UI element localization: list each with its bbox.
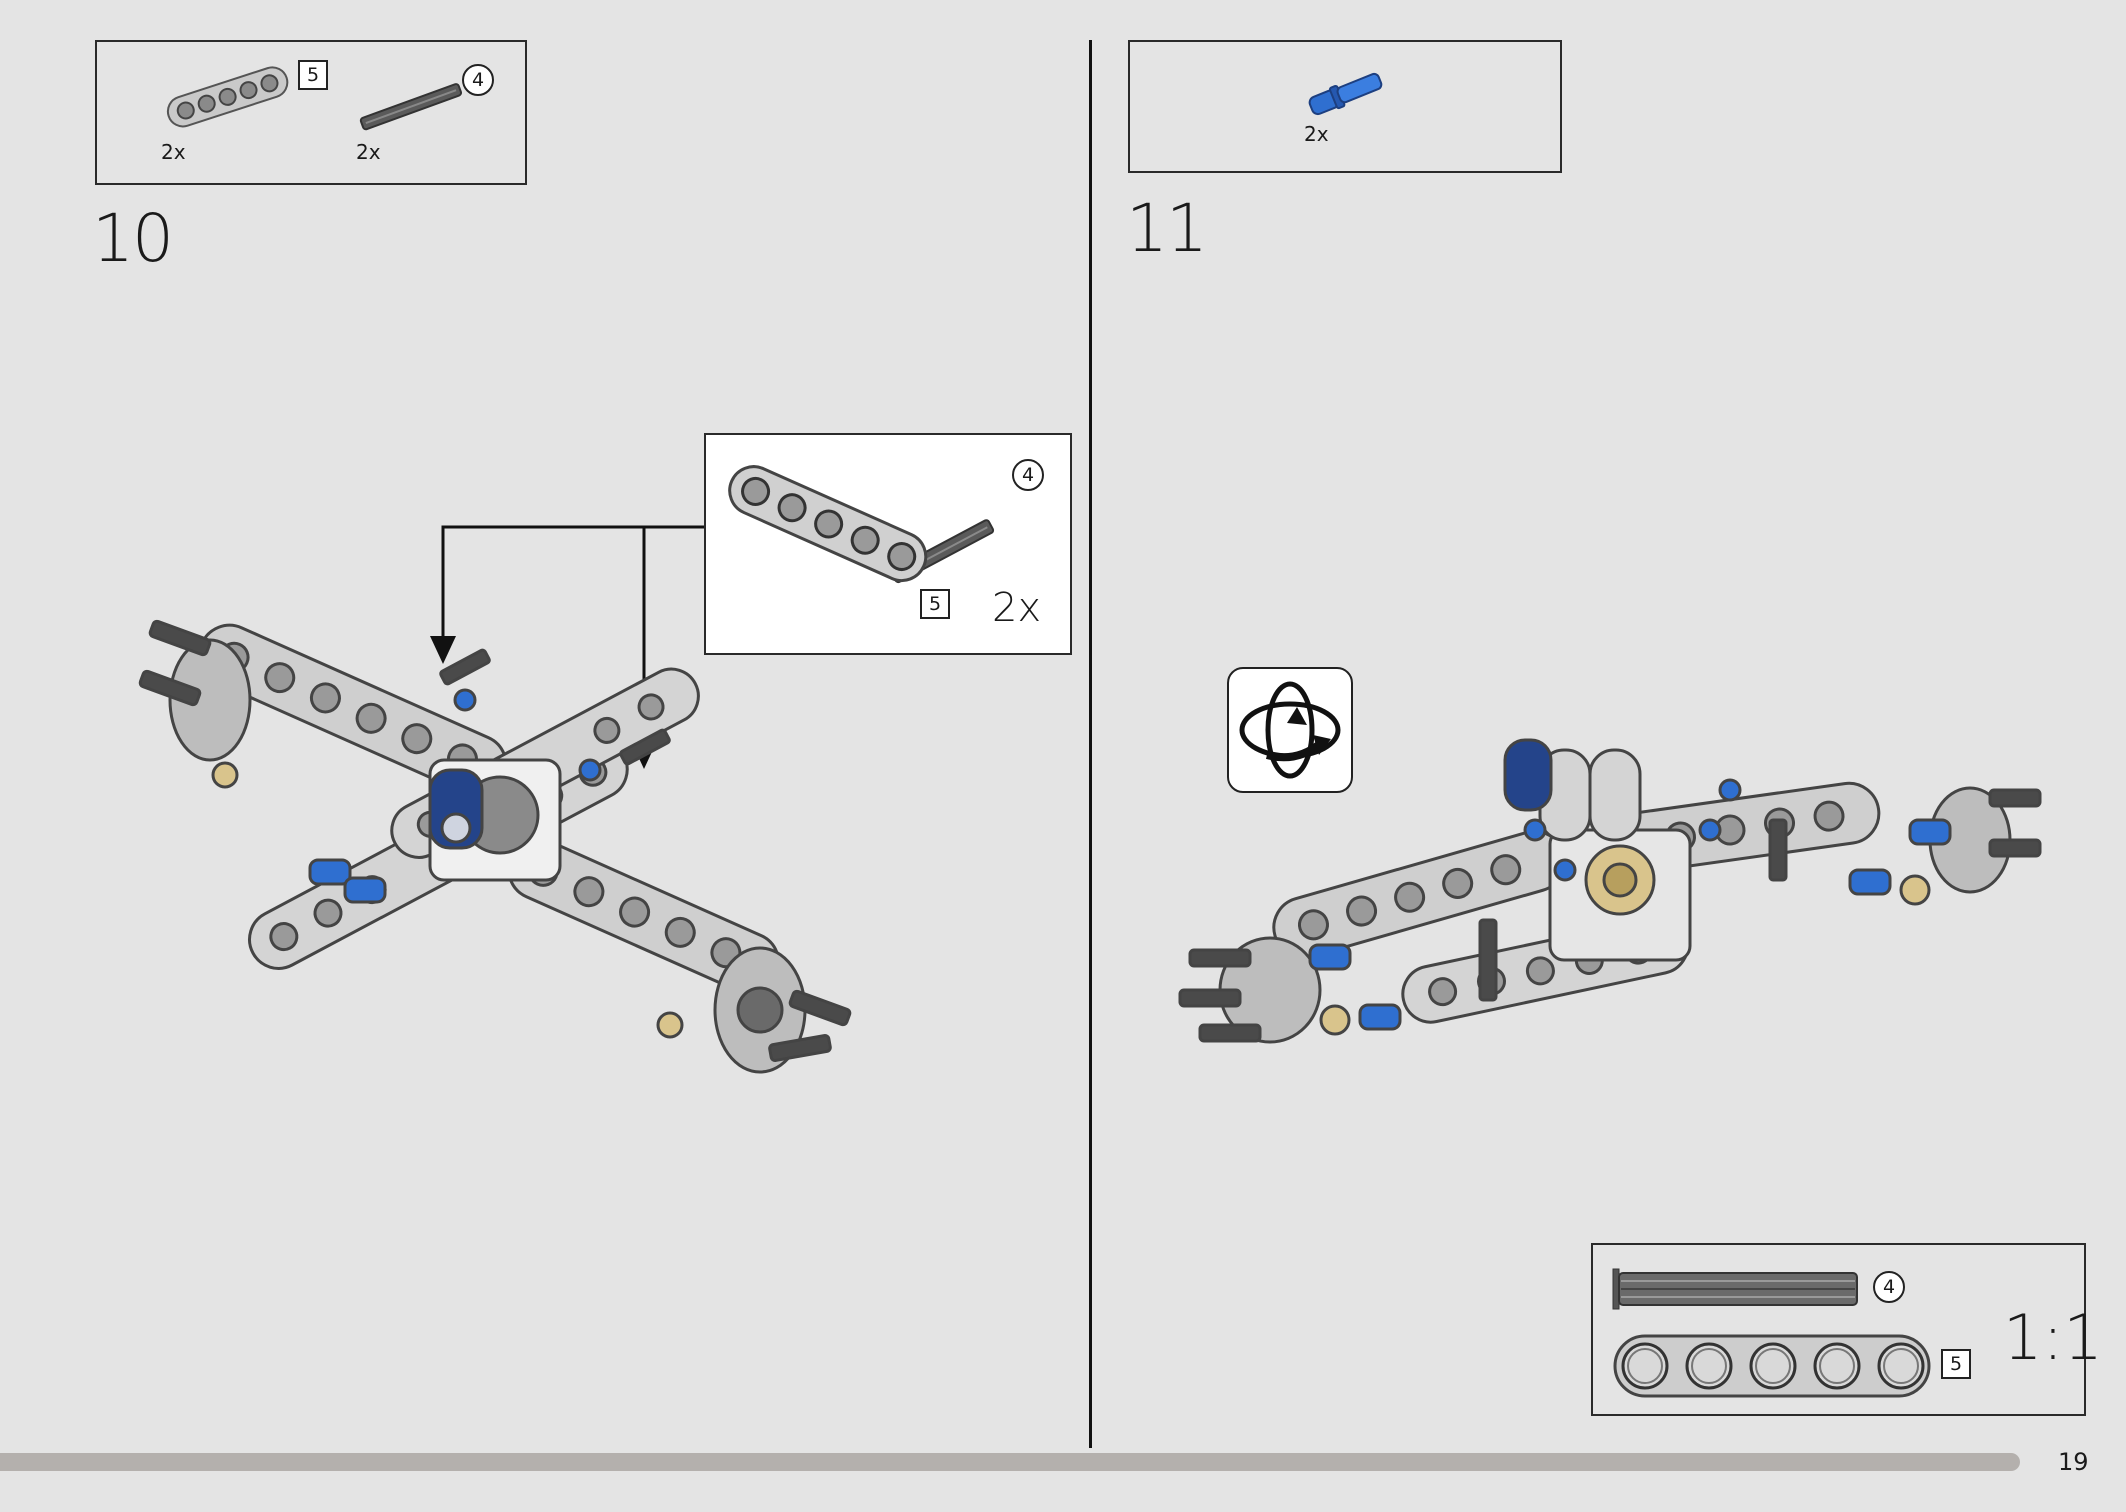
rotate-model-icon (1227, 667, 1353, 793)
step11-model-illustration (1178, 738, 2042, 1044)
blue-pin-icon (1308, 72, 1383, 116)
step10-axle-size-label: 4 (462, 64, 494, 96)
step10-callout: 4 5 2x (704, 433, 1072, 655)
step11-pin-qty: 2x (1304, 122, 1329, 146)
scale-reference-box: 4 5 1:1 (1591, 1243, 2103, 1416)
page-divider (1089, 40, 1092, 1448)
scale-ratio: 1:1 (2003, 1301, 2103, 1374)
scale-axle-size-label: 4 (1873, 1271, 1905, 1303)
step11-parts-list: 2x (1128, 40, 1562, 173)
axle-4-icon (359, 83, 463, 131)
step10-number: 10 (92, 200, 174, 277)
callout-beam-size-label: 5 (920, 589, 950, 619)
page-number: 19 (2058, 1448, 2089, 1476)
step10-axle-qty: 2x (356, 140, 381, 164)
step10-beam-qty: 2x (161, 140, 186, 164)
step10-parts-list: 5 2x 4 2x (95, 40, 527, 185)
callout-beam-axle-icon (728, 465, 995, 584)
scale-beam-size-label: 5 (1941, 1349, 1971, 1379)
step10-beam-size-label: 5 (298, 60, 328, 90)
progress-bar (0, 1453, 2020, 1471)
callout-axle-size-label: 4 (1012, 459, 1044, 491)
beam-5-icon (166, 66, 289, 128)
scale-beam-5-icon (1613, 1334, 1931, 1398)
step10-model-illustration (138, 619, 852, 1074)
step11-number: 11 (1126, 190, 1208, 267)
callout-multiplier: 2x (992, 585, 1042, 631)
scale-axle-4-icon (1612, 1268, 1858, 1310)
